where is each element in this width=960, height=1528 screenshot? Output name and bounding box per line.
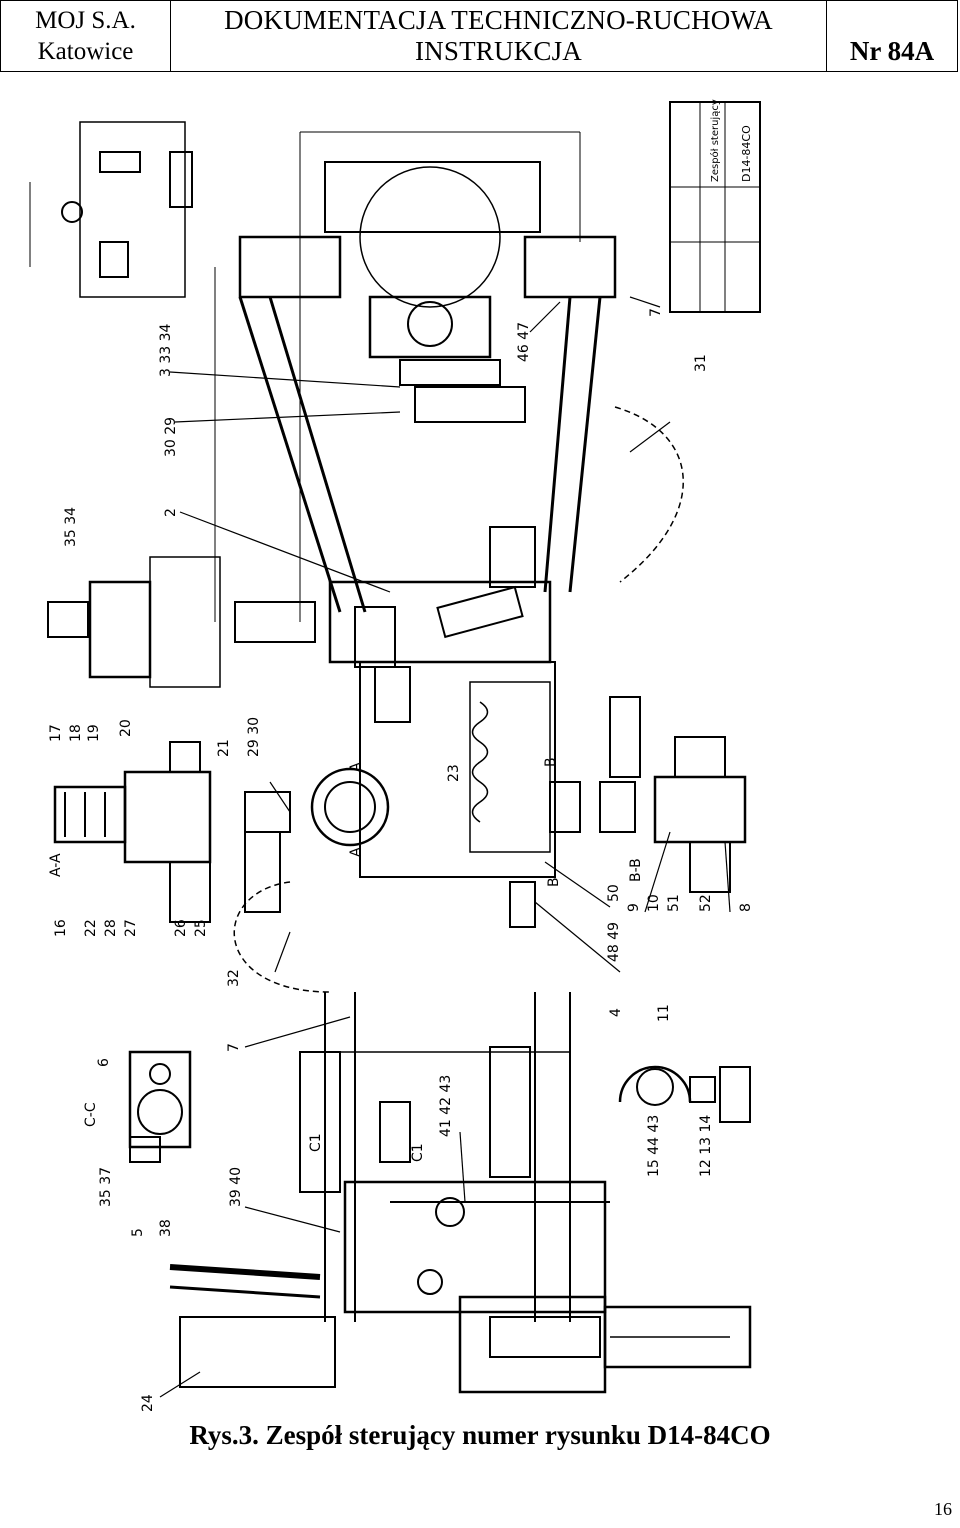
doc-number: Nr 84A [849,36,935,66]
label-c1-left: C1 [308,1133,324,1152]
label-c1-right: C1 [410,1143,426,1162]
label-b-b: B-B [628,858,644,882]
bottom-assembly [169,1264,752,1394]
middle-assembly [234,526,641,928]
label-51: 51 [666,894,682,912]
part-labels: 3 33 34 30 29 2 35 34 17 18 19 20 21 29 … [48,99,754,1412]
label-8: 8 [738,903,754,912]
doc-number-cell: Nr 84A [827,1,957,71]
label-21: 21 [216,739,232,757]
label-a-top: A [348,762,364,772]
label-16: 16 [53,919,69,937]
lower-frame [233,881,610,1322]
label-9: 9 [626,903,642,912]
label-7-right: 7 [648,308,664,317]
label-2: 2 [163,508,179,517]
label-35-34: 35 34 [63,507,79,547]
leader-lines [159,296,731,1398]
label-24: 24 [140,1394,156,1412]
label-46-47: 46 47 [516,322,532,362]
label-27: 27 [123,919,139,937]
label-b-bottom: B [546,877,562,887]
title-block-name: Zespół sterujący [709,99,721,182]
label-5: 5 [130,1228,146,1237]
section-a-a [53,741,212,923]
label-48-49: 48 49 [606,922,622,962]
label-28: 28 [103,919,119,937]
upper-frame [214,131,684,622]
document-header: MOJ S.A. Katowice DOKUMENTACJA TECHNICZN… [0,0,958,72]
hydraulic-schematic [29,121,193,298]
company-name: MOJ S.A. [35,7,136,34]
label-6: 6 [96,1058,112,1067]
label-17: 17 [48,724,64,742]
technical-drawing: 3 33 34 30 29 2 35 34 17 18 19 20 21 29 … [29,99,761,1412]
label-22: 22 [83,919,99,937]
figure-caption: Rys.3. Zespół sterujący numer rysunku D1… [189,1420,771,1450]
document-subtitle: INSTRUKCJA [414,36,583,66]
company-cell: MOJ S.A. Katowice [1,1,171,71]
label-25: 25 [193,919,209,937]
page-number: 16 [934,1499,952,1519]
label-26: 26 [173,919,189,937]
title-block [669,101,761,313]
label-23: 23 [446,764,462,782]
label-31: 31 [693,354,709,372]
label-a-a: A-A [48,853,64,877]
label-50: 50 [606,884,622,902]
label-4: 4 [608,1008,624,1017]
detail-4-11 [618,1065,751,1123]
title-cell: DOKUMENTACJA TECHNICZNO-RUCHOWA INSTRUKC… [171,1,827,71]
label-39-40: 39 40 [228,1167,244,1207]
label-35-37: 35 37 [98,1167,114,1207]
label-19: 19 [86,724,102,742]
label-11: 11 [656,1004,672,1022]
section-b-b [653,736,747,893]
label-3-33-34: 3 33 34 [158,323,174,377]
label-20: 20 [118,719,134,737]
label-a-bottom: A [348,847,364,857]
label-10: 10 [646,894,662,912]
label-29-30: 29 30 [246,717,262,757]
label-c-c: C-C [83,1102,99,1127]
label-7-left: 7 [226,1043,242,1052]
label-32: 32 [226,969,242,987]
document-title: DOKUMENTACJA TECHNICZNO-RUCHOWA [224,5,773,35]
label-b-top: B [543,757,559,767]
title-block-number: D14-84CO [740,125,753,182]
label-38: 38 [158,1219,174,1237]
label-41-42-43: 41 42 43 [438,1075,454,1137]
label-12-13-14: 12 13 14 [698,1115,714,1177]
section-35-34 [47,556,221,688]
section-c-c [128,1050,192,1163]
label-30-29: 30 29 [163,417,179,457]
company-city: Katowice [37,38,134,65]
label-52: 52 [698,894,714,912]
label-15-44-43: 15 44 43 [646,1115,662,1177]
label-18: 18 [68,724,84,742]
